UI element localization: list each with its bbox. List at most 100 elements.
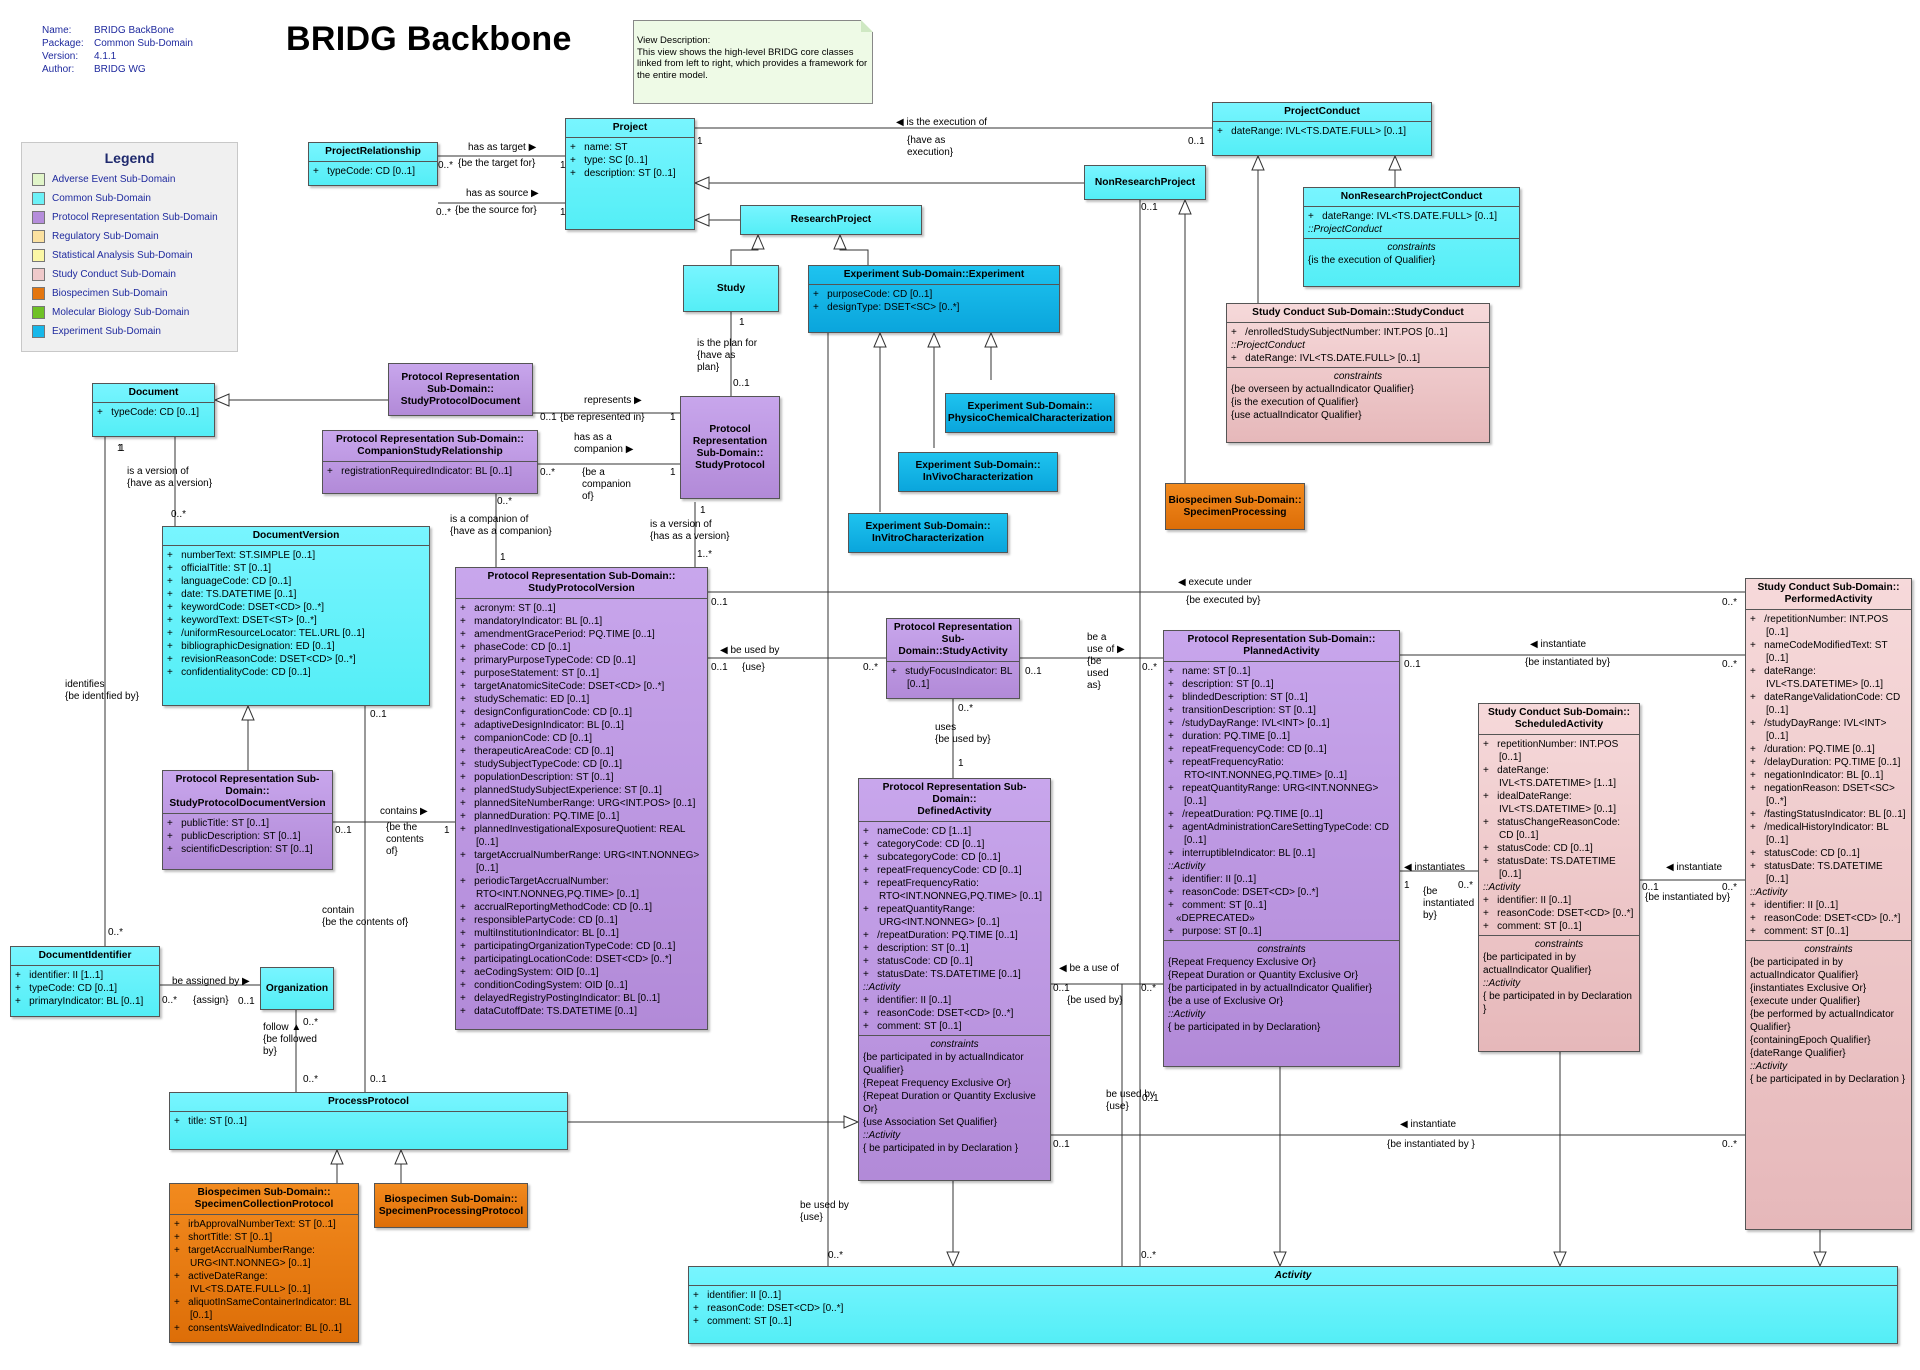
attribute-list: + numberText: ST.SIMPLE [0..1]+ official… xyxy=(163,546,429,681)
attribute-list: + /enrolledStudySubjectNumber: INT.POS [… xyxy=(1227,323,1489,367)
attribute: + acronym: ST [0..1] xyxy=(460,603,556,614)
constraint: {dateRange Qualifier} xyxy=(1750,1048,1846,1059)
class-invitro[interactable]: Experiment Sub-Domain:: InVitroCharacter… xyxy=(848,513,1008,553)
attribute-list: + registrationRequiredIndicator: BL [0..… xyxy=(323,462,537,480)
class-project-relationship[interactable]: ProjectRelationship+ typeCode: CD [0..1] xyxy=(308,142,438,186)
class-name: Organization xyxy=(265,982,329,994)
class-performed-activity[interactable]: Study Conduct Sub-Domain:: PerformedActi… xyxy=(1745,578,1912,1230)
attribute: + repeatFrequencyRatio: RTO<INT.NONNEG,P… xyxy=(1168,757,1348,781)
attribute: + periodicTargetAccrualNumber: RTO<INT.N… xyxy=(460,876,640,900)
attribute: + comment: ST [0..1] xyxy=(863,1021,962,1032)
class-project-conduct[interactable]: ProjectConduct+ dateRange: IVL<TS.DATE.F… xyxy=(1212,102,1432,156)
attribute: + duration: PQ.TIME [0..1] xyxy=(1168,731,1290,742)
legend-item-label: Experiment Sub-Domain xyxy=(52,326,161,337)
attribute: + /repetitionNumber: INT.POS [0..1] xyxy=(1750,614,1891,638)
attribute: + identifier: II [0..1] xyxy=(1750,900,1839,911)
legend-item-label: Study Conduct Sub-Domain xyxy=(52,269,176,280)
class-scp[interactable]: Biospecimen Sub-Domain:: SpecimenCollect… xyxy=(169,1183,359,1343)
legend-swatch xyxy=(32,173,45,186)
attribute-list: + title: ST [0..1] xyxy=(170,1112,567,1130)
class-experiment[interactable]: Experiment Sub-Domain::Experiment+ purpo… xyxy=(808,265,1060,333)
class-spv[interactable]: Protocol Representation Sub-Domain:: Stu… xyxy=(455,567,708,1030)
attribute: + plannedDuration: PQ.TIME [0..1] xyxy=(460,811,620,822)
association-label: {be executed by} xyxy=(1186,595,1261,606)
association-label: 1 xyxy=(739,317,745,328)
class-study[interactable]: Study xyxy=(683,265,779,312)
class-csr[interactable]: Protocol Representation Sub-Domain:: Com… xyxy=(322,430,538,494)
class-planned-activity[interactable]: Protocol Representation Sub-Domain:: Pla… xyxy=(1163,630,1400,1067)
class-name: Protocol Representation Sub-Domain:: Stu… xyxy=(692,423,768,471)
class-defined-activity[interactable]: Protocol Representation Sub-Domain:: Def… xyxy=(858,778,1051,1181)
attribute: + description: ST [0..1] xyxy=(863,943,969,954)
association-label: 1 xyxy=(1404,880,1410,891)
meta-name-key: Name: xyxy=(42,25,72,36)
class-name: Study xyxy=(716,282,746,294)
class-process-protocol[interactable]: ProcessProtocol+ title: ST [0..1] xyxy=(169,1092,568,1150)
association-label: be used by {use} xyxy=(800,1200,849,1223)
attribute-list: + /repetitionNumber: INT.POS [0..1]+ nam… xyxy=(1746,610,1911,940)
stereotype-label: ::Activity xyxy=(1168,1009,1206,1020)
class-spp[interactable]: Biospecimen Sub-Domain:: SpecimenProcess… xyxy=(374,1183,528,1228)
association-label: ◀ instantiate xyxy=(1530,639,1587,650)
attribute: + statusChangeReasonCode: CD [0..1] xyxy=(1483,817,1623,841)
class-study-protocol[interactable]: Protocol Representation Sub-Domain:: Stu… xyxy=(680,396,780,499)
attribute: + bibliographicDesignation: ED [0..1] xyxy=(167,641,335,652)
class-doc-identifier[interactable]: DocumentIdentifier+ identifier: II [1..1… xyxy=(10,946,160,1017)
class-document[interactable]: Document+ typeCode: CD [0..1] xyxy=(92,383,215,437)
class-name: Protocol Representation Sub-Domain:: Def… xyxy=(859,779,1050,822)
class-non-research-project[interactable]: NonResearchProject xyxy=(1084,165,1206,200)
association-label: is a version of {have as a version} xyxy=(127,466,213,489)
attribute: + scientificDescription: ST [0..1] xyxy=(167,844,313,855)
class-document-version[interactable]: DocumentVersion+ numberText: ST.SIMPLE [… xyxy=(162,526,430,706)
association-label: follow ▲ {be followed by} xyxy=(263,1022,317,1057)
class-organization[interactable]: Organization xyxy=(260,967,334,1010)
attribute: + identifier: II [0..1] xyxy=(1168,874,1257,885)
class-name: Study Conduct Sub-Domain::StudyConduct xyxy=(1227,304,1489,323)
attribute: + identifier: II [0..1] xyxy=(1483,895,1572,906)
attribute: + typeCode: CD [0..1] xyxy=(313,166,415,177)
class-spd[interactable]: Protocol Representation Sub-Domain:: Stu… xyxy=(388,363,533,416)
association-label: 0..* xyxy=(1458,880,1474,891)
class-specimen-processing[interactable]: Biospecimen Sub-Domain:: SpecimenProcess… xyxy=(1165,483,1305,530)
class-study-activity[interactable]: Protocol Representation Sub-Domain::Stud… xyxy=(886,618,1020,699)
attribute: + dateRangeValidationCode: CD [0..1] xyxy=(1750,692,1903,716)
class-name: Protocol Representation Sub-Domain:: Stu… xyxy=(456,568,707,599)
legend-item: Regulatory Sub-Domain xyxy=(22,227,237,246)
class-project[interactable]: Project+ name: ST+ type: SC [0..1]+ desc… xyxy=(565,118,695,230)
association-label: 0..* xyxy=(303,1017,319,1028)
attribute: + therapeuticAreaCode: CD [0..1] xyxy=(460,746,614,757)
constraint: {use Association Set Qualifier} xyxy=(863,1117,997,1128)
legend-item-label: Molecular Biology Sub-Domain xyxy=(52,307,190,318)
class-scheduled-activity[interactable]: Study Conduct Sub-Domain:: ScheduledActi… xyxy=(1478,703,1640,1052)
attribute-list: + identifier: II [1..1]+ typeCode: CD [0… xyxy=(11,966,159,1010)
attribute: + reasonCode: DSET<CD> [0..*] xyxy=(863,1008,1014,1019)
class-spdv[interactable]: Protocol Representation Sub- Domain:: St… xyxy=(162,770,333,870)
attribute: + reasonCode: DSET<CD> [0..*] xyxy=(1168,887,1319,898)
class-name: Biospecimen Sub-Domain:: SpecimenProcess… xyxy=(1168,494,1302,518)
association-label: 0..* xyxy=(162,995,178,1006)
class-study-conduct[interactable]: Study Conduct Sub-Domain::StudyConduct+ … xyxy=(1226,303,1490,443)
class-name: DocumentIdentifier xyxy=(11,947,159,966)
attribute: + /duration: PQ.TIME [0..1] xyxy=(1750,744,1875,755)
class-research-project[interactable]: ResearchProject xyxy=(740,205,922,235)
attribute: + dataCutoffDate: TS.DATETIME [0..1] xyxy=(460,1006,638,1017)
association-label: 0..* xyxy=(1142,662,1158,673)
class-non-research-project-conduct[interactable]: NonResearchProjectConduct+ dateRange: IV… xyxy=(1303,187,1520,287)
stereotype-label: ::Activity xyxy=(863,982,901,993)
view-description-note[interactable]: View Description: This view shows the hi… xyxy=(633,20,873,104)
class-name: Biospecimen Sub-Domain:: SpecimenCollect… xyxy=(170,1184,358,1215)
association-label: contains ▶ xyxy=(380,806,428,817)
association-label: has as source ▶ xyxy=(466,188,539,199)
association-label: {be instantiated by} xyxy=(1423,886,1475,921)
attribute: + delayedRegistryPostingIndicator: BL [0… xyxy=(460,993,661,1004)
legend-swatch xyxy=(32,325,45,338)
class-physchem[interactable]: Experiment Sub-Domain:: PhysicoChemicalC… xyxy=(945,393,1115,433)
attribute: + revisionReasonCode: DSET<CD> [0..*] xyxy=(167,654,356,665)
legend-item-label: Biospecimen Sub-Domain xyxy=(52,288,168,299)
class-invivo[interactable]: Experiment Sub-Domain:: InVivoCharacteri… xyxy=(898,452,1058,492)
attribute: + description: ST [0..1] xyxy=(1168,679,1274,690)
association-label: 0..* xyxy=(958,703,974,714)
class-activity[interactable]: Activity+ identifier: II [0..1]+ reasonC… xyxy=(688,1266,1898,1344)
attribute: + designType: DSET<SC> [0..*] xyxy=(813,302,960,313)
